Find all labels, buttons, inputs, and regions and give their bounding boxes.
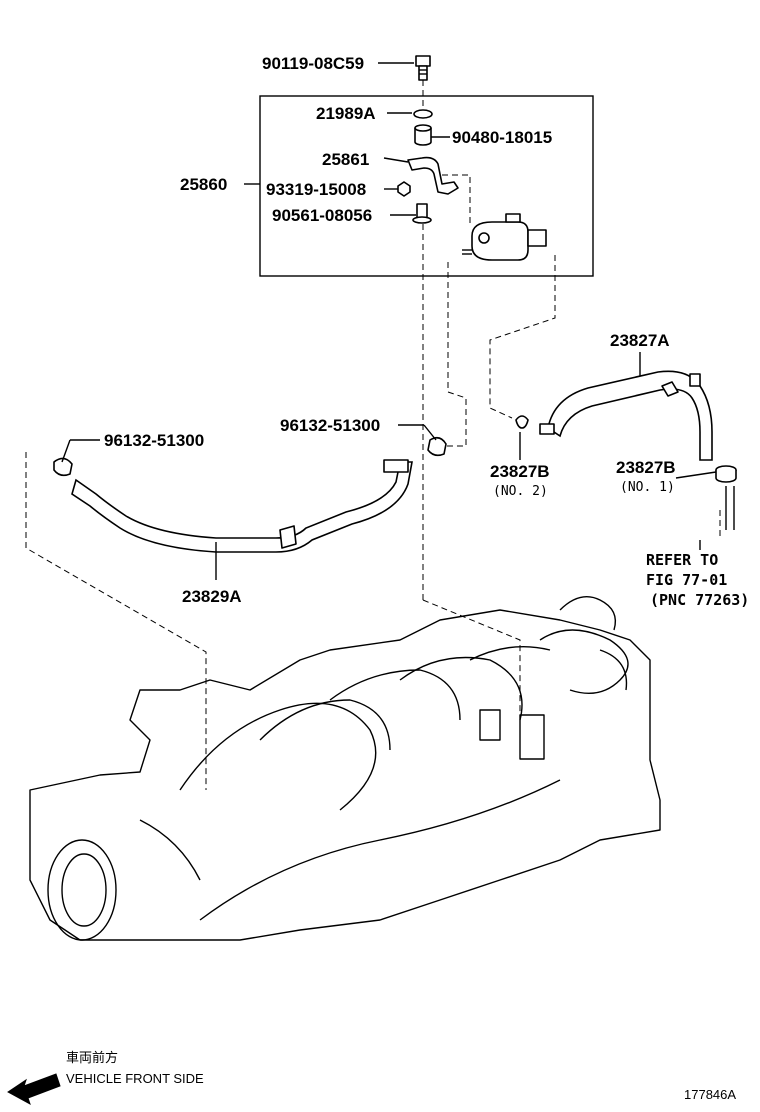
- nut-icon: [397, 181, 411, 197]
- clip-no2-icon: [515, 415, 529, 429]
- bracket-icon: [407, 156, 459, 195]
- label-bolt: 90119-08C59: [262, 54, 364, 73]
- stud-icon: [412, 203, 432, 224]
- label-clip-no2: 23827B: [490, 462, 550, 481]
- collar-icon: [414, 124, 432, 146]
- label-refer-2: FIG 77-01: [646, 571, 727, 589]
- hose-23829a-icon: [71, 459, 413, 553]
- footer-jp: 車両前方: [66, 1050, 118, 1065]
- label-clip-no2-sub: (NO. 2): [493, 484, 548, 499]
- footer-en: VEHICLE FRONT SIDE: [66, 1071, 204, 1086]
- label-clip-no1-sub: (NO. 1): [620, 480, 675, 495]
- front-direction-arrow-icon: [7, 1073, 61, 1106]
- label-clamp-right: 96132-51300: [280, 416, 380, 435]
- label-stud: 90561-08056: [272, 206, 372, 225]
- label-washer: 21989A: [316, 104, 376, 123]
- clip-no1-icon: [715, 465, 737, 483]
- label-bracket: 25861: [322, 150, 369, 169]
- hose-23827a-icon: [539, 370, 713, 461]
- clamp-left-icon: [53, 457, 73, 477]
- label-hose-23827a: 23827A: [610, 331, 670, 350]
- label-hose-23829a: 23829A: [182, 587, 242, 606]
- label-nut: 93319-15008: [266, 180, 366, 199]
- label-clamp-left: 96132-51300: [104, 431, 204, 450]
- label-clip-no1: 23827B: [616, 458, 676, 477]
- label-assembly: 25860: [180, 175, 227, 194]
- vsv-valve-icon: [462, 213, 547, 261]
- footer-code: 177846A: [684, 1087, 736, 1102]
- label-refer-3: (PNC 77263): [650, 591, 749, 609]
- intake-manifold-icon: [29, 596, 661, 941]
- washer-icon: [413, 109, 433, 119]
- bolt-icon: [415, 55, 431, 81]
- label-refer-1: REFER TO: [646, 551, 718, 569]
- clamp-right-icon: [427, 436, 447, 457]
- label-collar: 90480-18015: [452, 128, 552, 147]
- assembly-box: [259, 95, 594, 277]
